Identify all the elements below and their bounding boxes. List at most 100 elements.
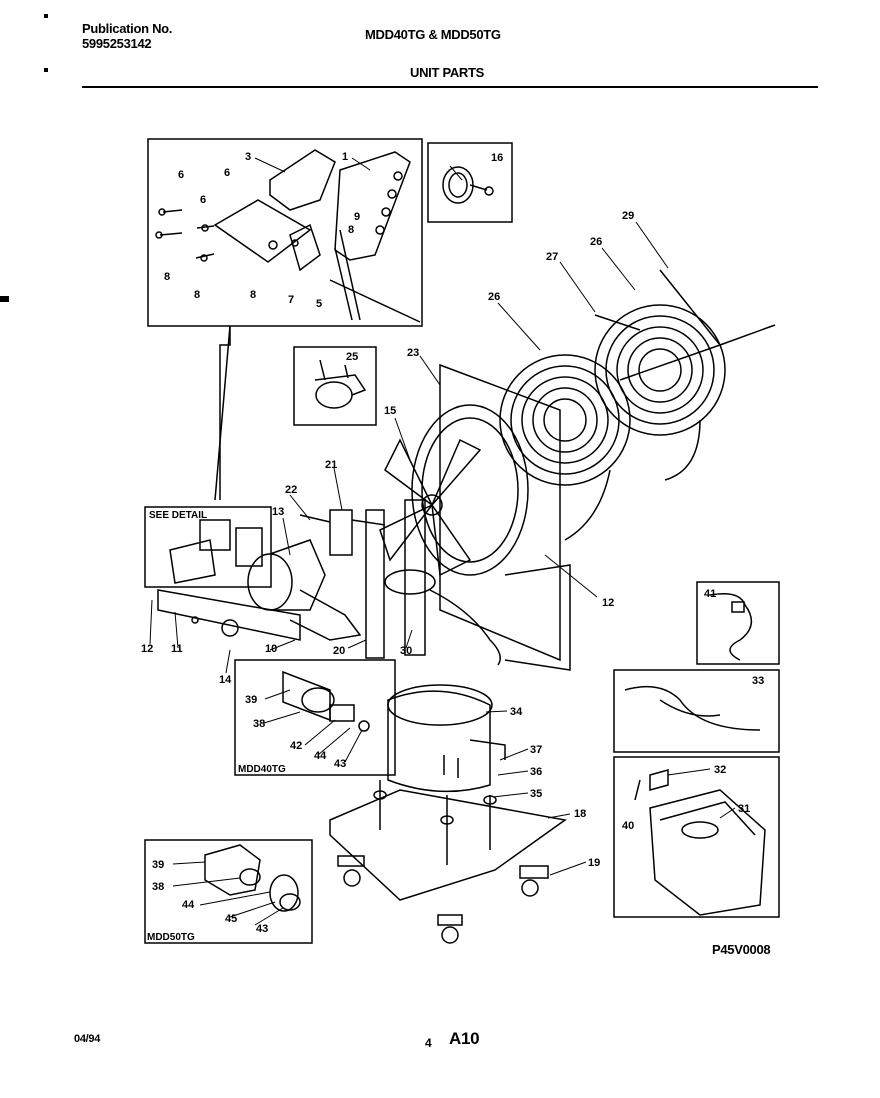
callout-32: 32: [714, 764, 726, 776]
callout-18: 18: [574, 808, 586, 820]
callout-44: 44: [182, 899, 195, 911]
clamp-part: [442, 166, 494, 204]
callout-8: 8: [348, 224, 354, 236]
callout-43: 43: [256, 923, 268, 935]
callout-43: 43: [334, 758, 346, 770]
callout-25: 25: [346, 351, 358, 363]
callout-19: 19: [588, 857, 600, 869]
mdd50tg-detail-frame: [144, 839, 313, 944]
page-number: 4: [425, 1036, 432, 1050]
callout-11: 11: [171, 643, 183, 655]
callout-34: 34: [510, 706, 523, 718]
callout-45: 45: [225, 913, 237, 925]
callout-37: 37: [530, 744, 542, 756]
detail-leader-line: [214, 325, 231, 501]
callout-36: 36: [530, 766, 542, 778]
mounting-bracket: [157, 589, 301, 641]
thermostat-detail-frame: [293, 346, 377, 426]
wiring: [429, 589, 501, 666]
diagram-reference-code: P45V0008: [712, 942, 771, 957]
callout-31: 31: [738, 803, 750, 815]
fan-blade: [379, 438, 482, 577]
compressor: [387, 684, 506, 793]
scan-mark: [44, 14, 48, 18]
support-channel: [365, 509, 385, 659]
cover-part: [634, 769, 766, 916]
callout-44: 44: [314, 750, 327, 762]
scan-mark: [0, 296, 9, 302]
casters: [337, 855, 549, 944]
callout-26: 26: [488, 291, 500, 303]
power-cord-plug: [731, 601, 745, 613]
mdd40tg-overload-parts: [282, 670, 370, 732]
leader-lines: [149, 157, 736, 926]
callout-12: 12: [141, 643, 153, 655]
callout-21: 21: [325, 459, 337, 471]
callout-8: 8: [164, 271, 170, 283]
control-box-assembly: [155, 149, 421, 323]
callout-38: 38: [152, 881, 164, 893]
detail-leader-line: [219, 326, 231, 500]
callout-12: 12: [602, 597, 614, 609]
callout-41: 41: [704, 588, 716, 600]
mdd40tg-label: MDD40TG: [238, 764, 286, 775]
callout-9: 9: [354, 211, 360, 223]
evaporator-coil-rear: [594, 269, 776, 481]
wire-harness-detail-frame: [613, 669, 780, 753]
callout-23: 23: [407, 347, 419, 359]
callout-30: 30: [400, 645, 412, 657]
thermostat-part: [314, 359, 367, 409]
callout-39: 39: [245, 694, 257, 706]
callout-38: 38: [253, 718, 265, 730]
callout-22: 22: [285, 484, 297, 496]
callout-13: 13: [272, 506, 284, 518]
callout-6: 6: [200, 194, 206, 206]
callout-35: 35: [530, 788, 542, 800]
power-cord-detail-frame: [696, 581, 780, 665]
callout-5: 5: [316, 298, 322, 310]
see-detail-frame: [144, 506, 272, 588]
callout-8: 8: [194, 289, 200, 301]
publication-date: 04/94: [74, 1033, 101, 1045]
support-channel: [404, 499, 426, 656]
callout-20: 20: [333, 645, 345, 657]
control-box-detail-frame: [147, 138, 423, 327]
scan-mark: [44, 68, 48, 72]
publication-label: Publication No.: [82, 21, 173, 36]
fan-motor: [247, 539, 362, 641]
clamp-detail-frame: [427, 142, 513, 223]
callout-27: 27: [546, 251, 558, 263]
callout-14: 14: [219, 674, 232, 686]
model-numbers: MDD40TG & MDD50TG: [365, 27, 501, 42]
callout-39: 39: [152, 859, 164, 871]
callout-26: 26: [590, 236, 602, 248]
callout-3: 3: [245, 151, 251, 163]
mdd50tg-label: MDD50TG: [147, 932, 195, 943]
power-cord: [709, 593, 753, 661]
wire-harness: [659, 699, 721, 717]
page-code: A10: [449, 1029, 480, 1048]
callout-16: 16: [491, 152, 503, 164]
see-detail-components: [169, 519, 263, 584]
wire-harness: [624, 685, 761, 731]
publication-number: 5995253142: [82, 36, 152, 51]
callout-6: 6: [178, 169, 184, 181]
callout-7: 7: [288, 294, 294, 306]
callout-29: 29: [622, 210, 634, 222]
drain-hose: [384, 569, 436, 595]
callout-10: 10: [265, 643, 277, 655]
mdd50tg-overload-parts: [204, 844, 301, 912]
callout-40: 40: [622, 820, 634, 832]
base-plate: [329, 780, 567, 901]
see-detail-label: SEE DETAIL: [149, 510, 207, 521]
callout-8: 8: [250, 289, 256, 301]
mdd40tg-detail-frame: [234, 659, 396, 776]
callout-33: 33: [752, 675, 764, 687]
callout-15: 15: [384, 405, 396, 417]
capacitor: [299, 509, 386, 556]
callout-6: 6: [224, 167, 230, 179]
header-rule: [82, 86, 818, 88]
condenser-coil-front: [499, 354, 631, 541]
